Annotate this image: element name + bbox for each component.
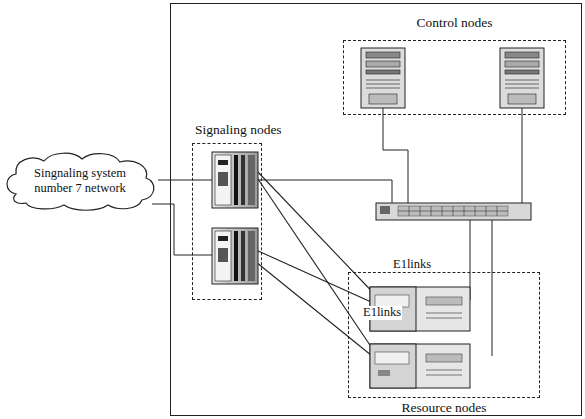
cloud-label: Singnaling system number 7 network [2,166,158,196]
group-heading: Resource nodes [401,400,486,416]
control-group: Control nodes [343,40,566,115]
link-label: E1links [392,258,432,272]
resource-group: Resource nodes [348,272,540,398]
signaling-group: Signaling nodes [192,143,262,300]
link-label: E1links [362,306,402,320]
network-cloud: Singnaling system number 7 network [2,150,158,212]
network-link [152,204,192,255]
group-heading: Control nodes [416,15,492,31]
group-heading: Signaling nodes [195,122,282,138]
network-link [158,180,192,181]
